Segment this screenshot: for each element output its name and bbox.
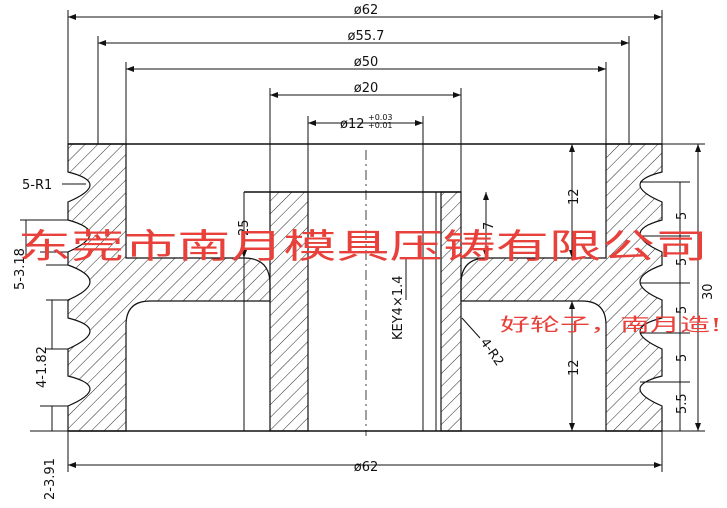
left-half-section xyxy=(67,143,271,432)
dim-h12-top: 12 xyxy=(567,188,582,205)
right-half-section xyxy=(460,143,663,432)
dim-h12-bottom: 12 xyxy=(567,359,582,376)
dimension-labels: ø62 ø55.7 ø50 ø20 ø12 +0.03 +0.01 ø62 5-… xyxy=(13,3,716,500)
left-hub-wall xyxy=(269,191,309,432)
dim-pitch-5-5: 5.5 xyxy=(675,393,690,414)
dim-pitch-5a: 5 xyxy=(675,212,690,220)
dim-r-fillets: 4-R2 xyxy=(477,336,507,369)
dim-pitch-5b: 5 xyxy=(675,258,690,266)
dim-pitch-5d: 5 xyxy=(675,354,690,362)
dimension-lines xyxy=(20,10,705,472)
dim-d12: ø12 xyxy=(340,117,365,132)
section-body xyxy=(67,143,663,436)
watermark-slogan: 好轮子，南月造! xyxy=(500,315,722,336)
dim-h25: 25 xyxy=(237,219,252,236)
dim-d12-tol-upper: +0.03 xyxy=(368,113,393,122)
watermark: 东莞市南月模具压铸有限公司 好轮子，南月造! xyxy=(18,227,722,336)
dim-left-1-82: 4-1.82 xyxy=(35,346,50,388)
dim-h7: 7 xyxy=(482,222,497,230)
watermark-company: 东莞市南月模具压铸有限公司 xyxy=(18,227,708,267)
dim-d50: ø50 xyxy=(354,55,379,70)
dim-pitch-5c: 5 xyxy=(675,306,690,314)
dim-d62-top: ø62 xyxy=(354,3,379,18)
dim-left-3-18: 5-3.18 xyxy=(13,248,28,290)
dim-left-3-91: 2-3.91 xyxy=(43,458,58,500)
dim-r-grooves: 5-R1 xyxy=(22,178,52,193)
dim-key: KEY4×1.4 xyxy=(391,275,406,340)
dim-d20: ø20 xyxy=(354,81,379,96)
dim-d12-tol-lower: +0.01 xyxy=(368,121,393,130)
dim-d62-bottom: ø62 xyxy=(354,460,379,475)
dim-d55-7: ø55.7 xyxy=(348,29,385,44)
dim-total-30: 30 xyxy=(701,283,716,300)
